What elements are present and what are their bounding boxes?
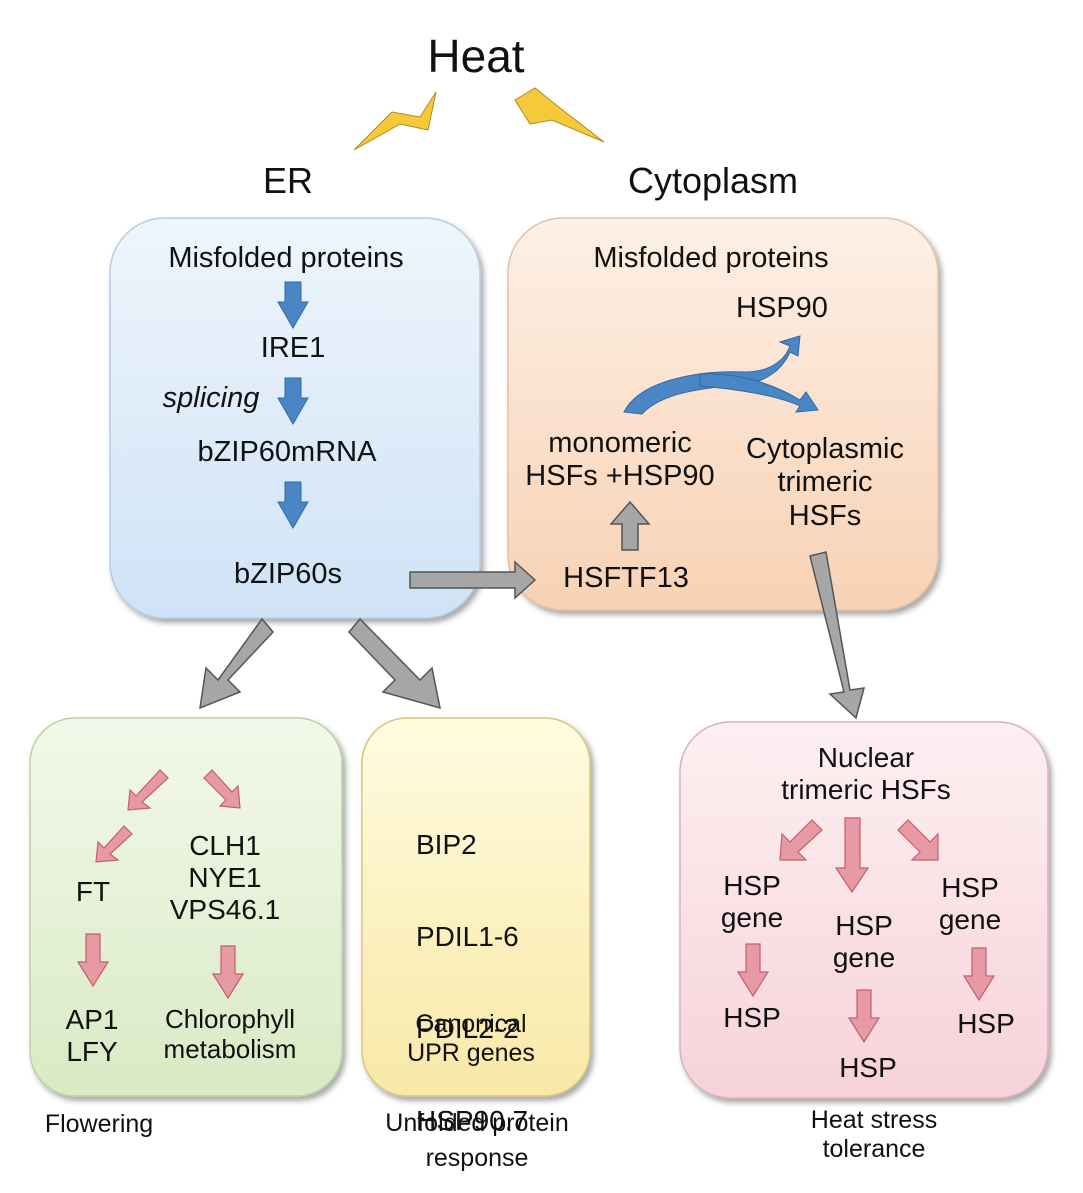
arrow-down-icon: [211, 945, 245, 1000]
er-to-upr-arrow: [347, 617, 441, 710]
arrow-down-icon: [277, 377, 309, 426]
arrow-icon: [95, 825, 133, 863]
arrow-icon: [127, 769, 169, 811]
arrow-down-icon: [277, 281, 309, 330]
arrow-down-icon: [76, 933, 110, 988]
arrow-down-icon: [847, 989, 881, 1044]
arrow-down-icon: [277, 481, 309, 530]
arrow-icon: [897, 819, 939, 861]
bzip60s-to-hsftf13-arrow: [409, 560, 537, 600]
hsp-left: HSP: [723, 1002, 781, 1033]
hsp-right: HSP: [957, 1008, 1015, 1039]
cyto-misfolded-proteins: Misfolded proteins: [593, 242, 829, 274]
clh1-nye1-vps46-genes: CLH1 NYE1 VPS46.1: [169, 830, 281, 926]
chlorophyll-metabolism-label: Chlorophyll metabolism: [163, 1004, 297, 1064]
hsp90-label: HSP90: [736, 292, 828, 324]
hsftf13-label: HSFTF13: [563, 562, 689, 594]
upr-gene: PDIL1-6: [416, 921, 519, 952]
nuclear-trimeric-hsfs-label: Nuclear trimeric HSFs: [781, 742, 951, 806]
hsp-gene-left: HSP gene: [720, 870, 784, 934]
bzip60mrna-label: bZIP60mRNA: [197, 436, 377, 468]
arrow-down-icon: [736, 943, 770, 998]
arrow-icon: [779, 819, 823, 861]
er-label: ER: [262, 160, 314, 201]
ire1-label: IRE1: [260, 332, 326, 364]
cytoplasm-compartment-box: [507, 217, 939, 611]
flowering-caption: Flowering: [44, 1110, 154, 1138]
upr-gene-list: BIP2 PDIL1-6 PDIL2-2 HSP90.7: [416, 776, 528, 1190]
upr-gene: HSP90.7: [416, 1105, 529, 1136]
hsftf13-to-monomeric-arrow: [609, 500, 651, 551]
upr-caption: Unfolded protein response: [385, 1109, 569, 1172]
monomeric-hsfs-label: monomeric HSFs +HSP90: [525, 427, 715, 493]
heat-stress-box: [679, 721, 1049, 1099]
splicing-label: splicing: [162, 382, 260, 414]
cytoplasmic-trimeric-hsfs-label: Cytoplasmic trimeric HSFs: [746, 433, 904, 532]
arrow-down-icon: [962, 947, 996, 1002]
cytoplasm-label: Cytoplasm: [627, 160, 799, 201]
canonical-upr-genes-label: Canonical UPR genes: [407, 1010, 535, 1067]
ap1-lfy-label: AP1 LFY: [65, 1004, 119, 1068]
lightning-bolt-icon: [514, 87, 605, 143]
upr-gene: BIP2: [416, 829, 477, 860]
lightning-bolt-icon: [353, 91, 437, 151]
flowering-box: [29, 717, 343, 1097]
bzip60s-label: bZIP60s: [234, 558, 342, 590]
arrow-icon: [203, 769, 241, 809]
er-misfolded-proteins: Misfolded proteins: [168, 242, 404, 274]
er-to-flowering-arrow: [199, 617, 275, 710]
hsp-middle: HSP: [839, 1052, 897, 1083]
upr-gene: PDIL2-2: [416, 1013, 519, 1044]
cytoplasm-to-nucleus-arrow: [809, 551, 866, 720]
trimer-formation-arrow: [699, 373, 819, 413]
hsp-gene-right: HSP gene: [938, 872, 1002, 936]
arrow-down-icon: [834, 817, 870, 894]
heat-stress-caption: Heat stress tolerance: [810, 1106, 938, 1163]
upr-box: [361, 717, 591, 1097]
title-heat: Heat: [427, 30, 525, 82]
ft-label: FT: [75, 876, 111, 907]
hsp-gene-middle: HSP gene: [832, 910, 896, 974]
